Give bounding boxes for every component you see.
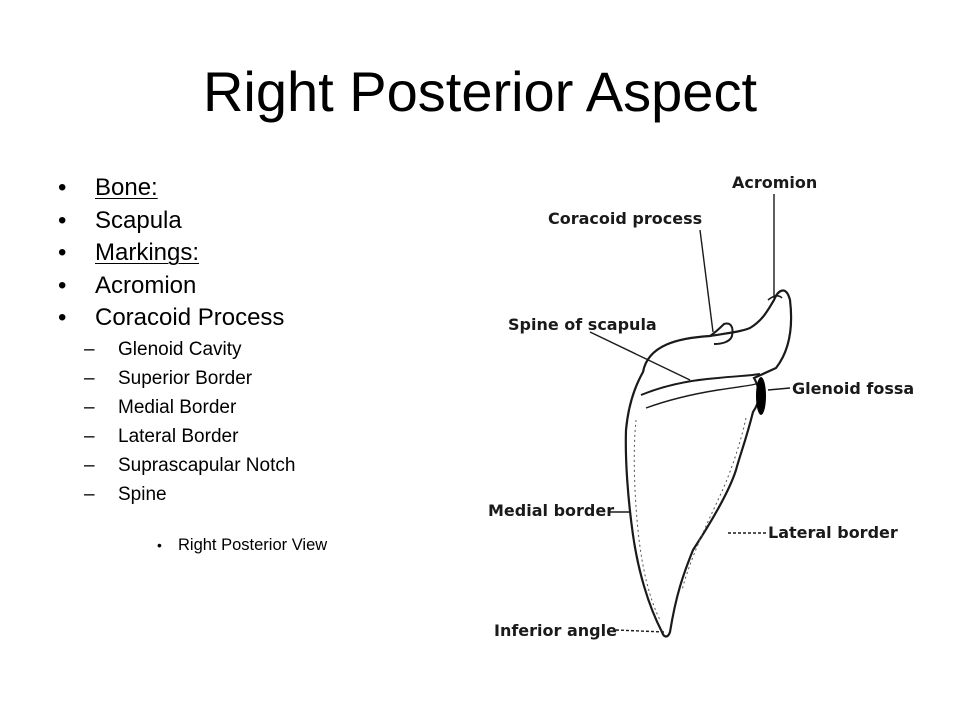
lateral-border-shading [681,417,747,591]
coracoid-leader [699,229,714,333]
bullet-dot: • [157,536,162,553]
bullet-item: • Bone: [58,172,488,205]
label-coracoid-process: Coracoid process [548,209,702,228]
bullet-text: Scapula [95,206,182,234]
sub-bullet-item: – Spine [58,480,488,509]
scapula-diagram: Acromion Coracoid process Spine of scapu… [488,173,914,640]
bullet-dot: • [58,304,67,331]
coracoid-process-outline [709,322,734,345]
sub-bullet-dash: – [84,425,95,447]
sub-bullet-item: – Superior Border [58,364,488,393]
bullet-item: • Markings: [58,237,488,270]
bullet-dot: • [58,174,67,201]
bullet-item: • Acromion [58,270,488,303]
label-glenoid-fossa: Glenoid fossa [792,379,914,398]
sub-bullet-text: Superior Border [118,367,253,389]
sub-bullet-text: Medial Border [118,396,237,418]
acromion-outline [767,295,783,301]
sub-bullet-dash: – [84,367,95,389]
bullet-dot: • [58,206,67,234]
label-acromion: Acromion [732,173,817,192]
sub-bullet-item: – Lateral Border [58,422,488,451]
spine-ridge [640,373,761,396]
label-lateral-border: Lateral border [768,523,898,542]
label-medial-border: Medial border [488,501,614,520]
sub-bullet-item: – Glenoid Cavity [58,335,488,364]
spine-ridge-inner [645,383,757,409]
bullet-text: Acromion [95,271,197,299]
inferior-leader [615,629,665,633]
sub-bullet-dash: – [84,454,95,476]
sub-bullet-dash: – [84,338,95,360]
caption-text: Right Posterior View [178,535,328,554]
sub-bullet-dash: – [84,483,95,505]
label-inferior-angle: Inferior angle [494,621,617,640]
spine-leader [589,331,691,381]
caption-item: • Right Posterior View [58,533,488,557]
sub-bullet-text: Lateral Border [118,425,239,447]
bullet-text: Coracoid Process [95,304,285,331]
bullet-item: • Scapula [58,205,488,238]
bullet-dot: • [58,239,67,266]
bullet-text: Markings: [95,239,200,266]
sub-bullet-text: Suprascapular Notch [118,454,296,476]
sub-bullet-dash: – [84,396,95,418]
bullet-item: • Coracoid Process [58,302,488,335]
bullet-text: Bone: [95,174,158,201]
scapula-outline [624,289,793,638]
sub-bullet-text: Spine [118,483,167,505]
sub-bullet-item: – Suprascapular Notch [58,451,488,480]
bullet-list: • Bone: • Scapula • Markings: • Acromion… [58,172,488,557]
slide-title: Right Posterior Aspect [202,60,758,123]
label-spine-of-scapula: Spine of scapula [508,315,657,334]
glenoid-fossa-shape [756,377,766,415]
bullet-dot: • [58,271,67,299]
medial-border-shading [633,419,661,621]
sub-bullet-item: – Medial Border [58,393,488,422]
glenoid-leader [767,387,791,391]
sub-bullet-text: Glenoid Cavity [118,338,242,360]
